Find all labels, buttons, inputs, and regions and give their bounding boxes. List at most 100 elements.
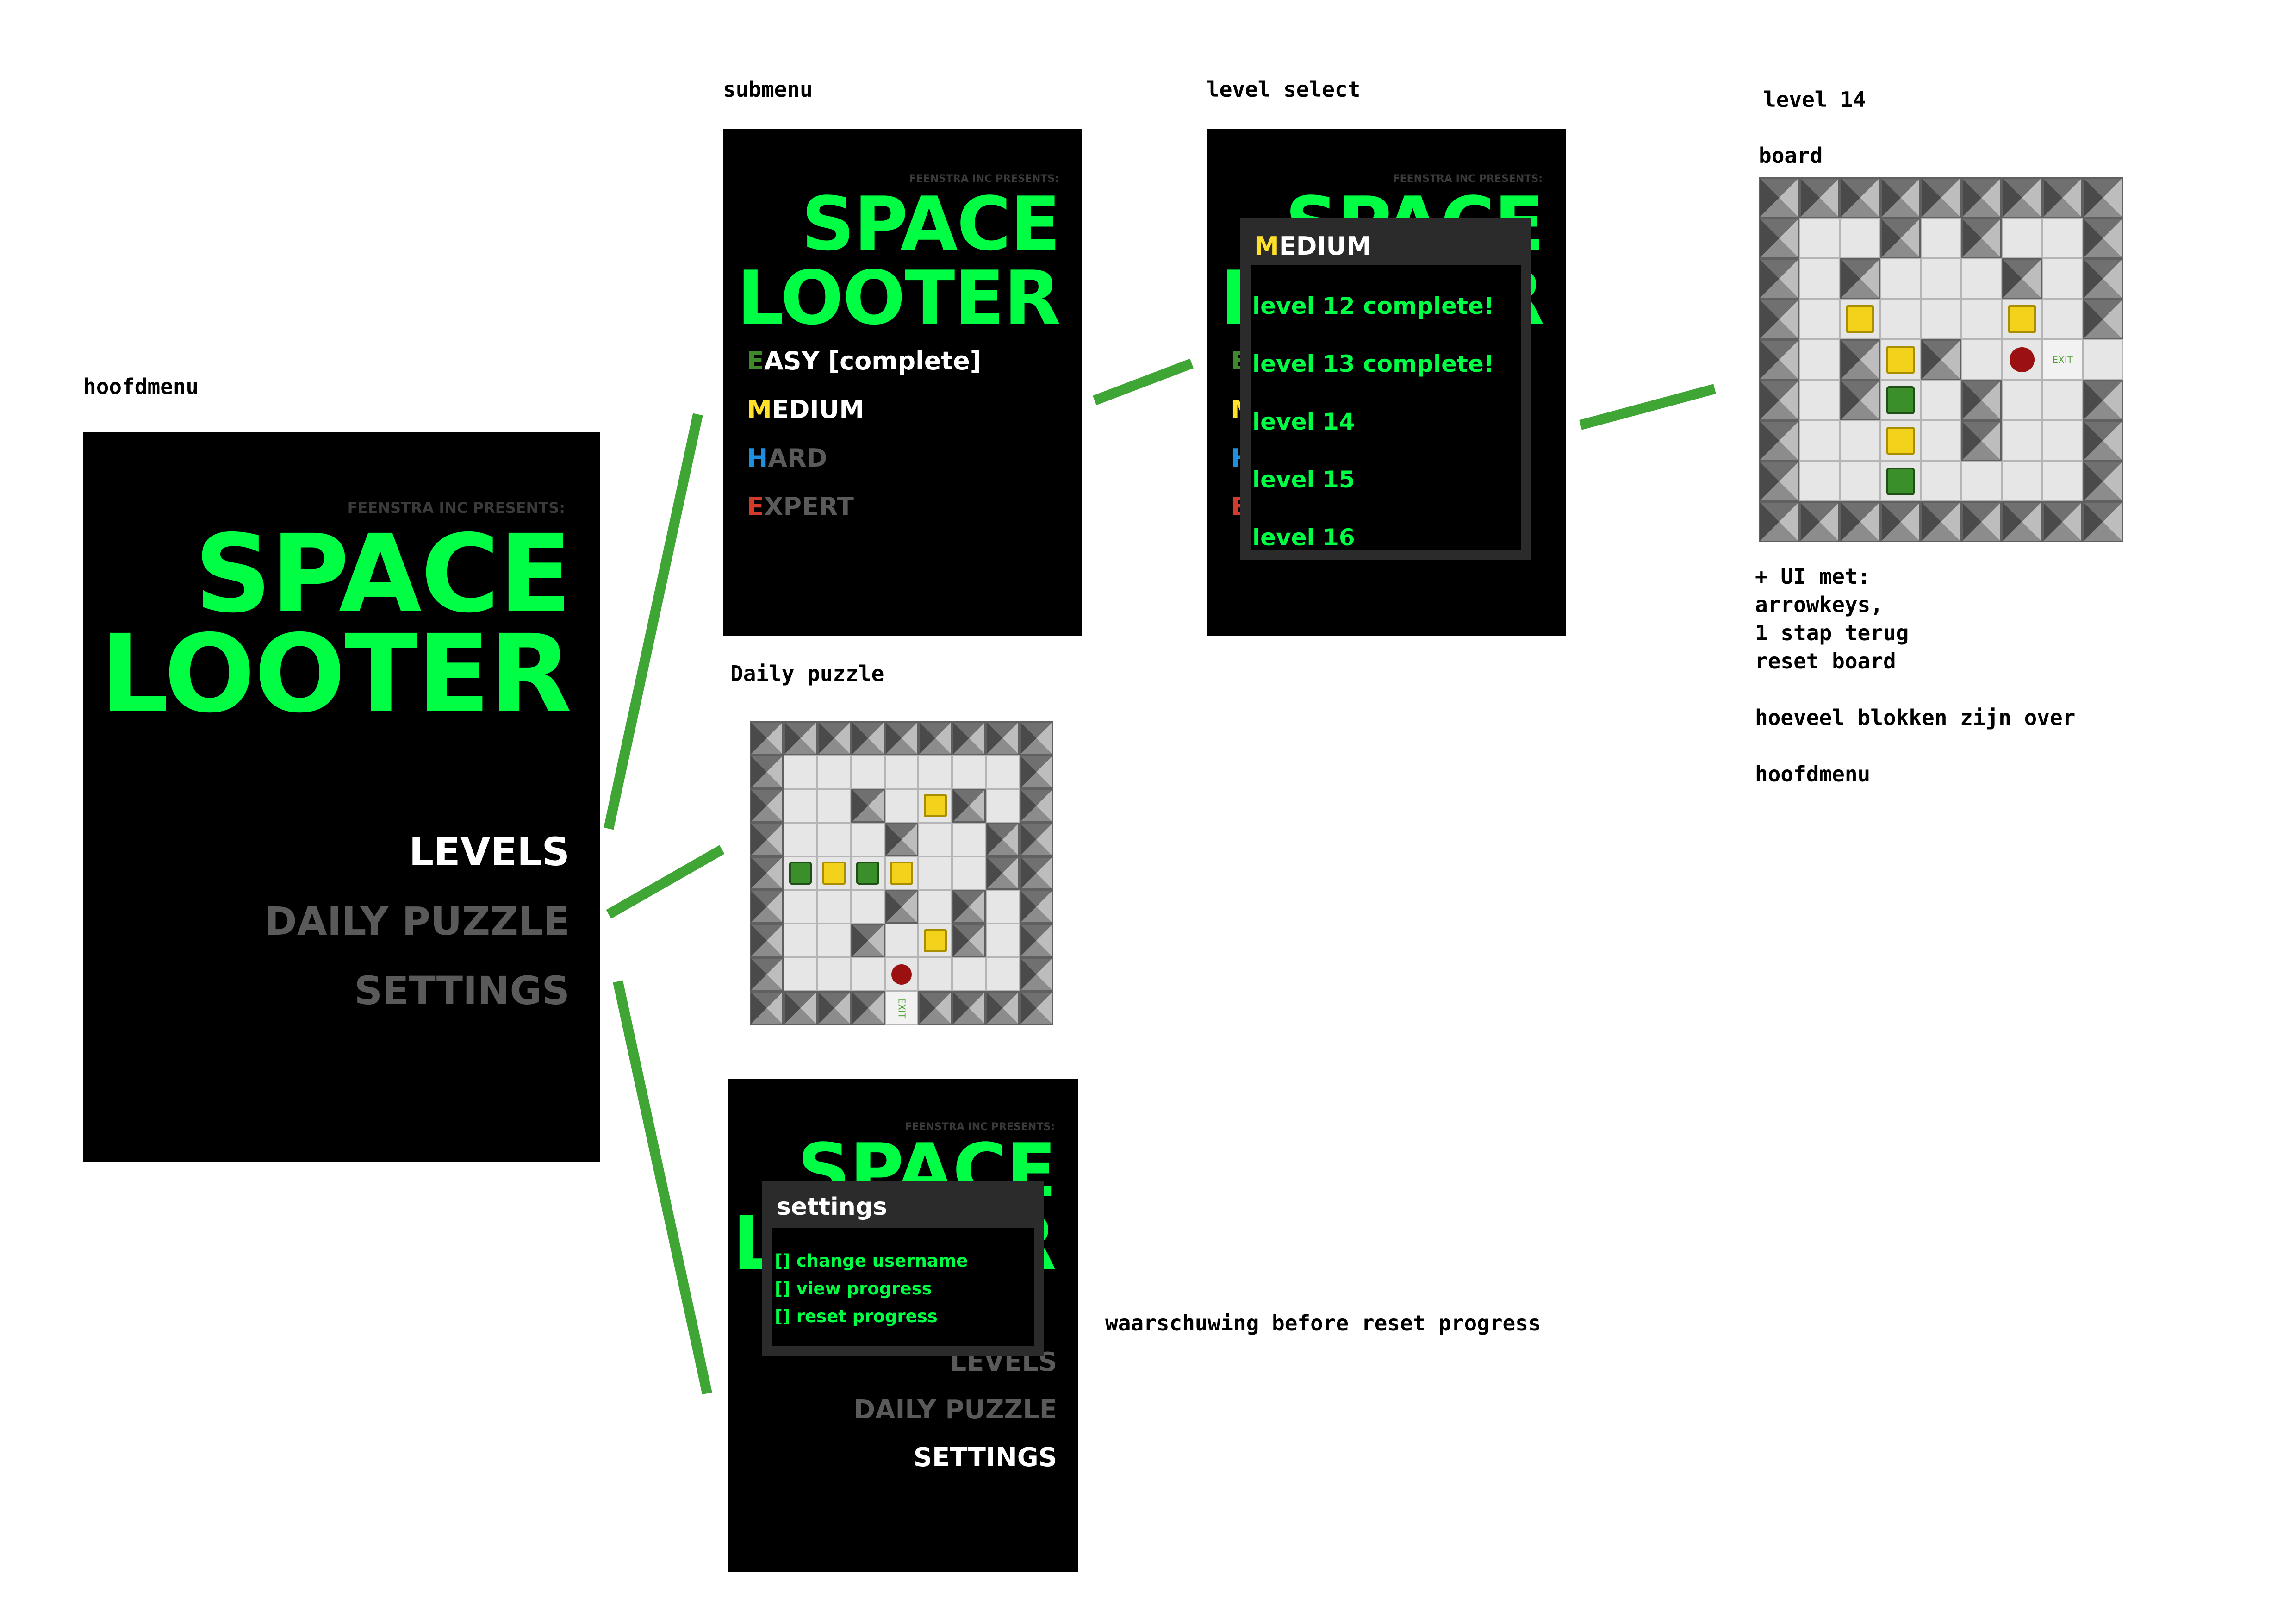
floor-tile: [1961, 461, 2002, 502]
wall-tile: [2083, 299, 2123, 340]
floor-tile: [918, 856, 952, 890]
floor-tile: [986, 890, 1020, 924]
label-level-14: level 14: [1763, 87, 1866, 112]
wall-tile: [817, 991, 851, 1025]
settings-view-progress[interactable]: [] view progress: [775, 1279, 932, 1299]
difficulty-label: ASY [complete]: [764, 346, 982, 375]
wall-tile: [750, 957, 784, 992]
gold-block: [918, 924, 952, 958]
note-line: 1 stap terug: [1755, 620, 1909, 645]
gold-block: [817, 856, 851, 890]
wall-tile: [851, 924, 885, 958]
arrow-block: [783, 856, 817, 890]
wall-tile: [1759, 339, 1799, 380]
popup-title: settings: [772, 1191, 1034, 1228]
wall-tile: [952, 721, 986, 755]
note-line: + UI met:: [1755, 564, 1871, 589]
floor-tile: [918, 822, 952, 856]
wall-tile: [2083, 380, 2123, 421]
wall-tile: [1961, 420, 2002, 461]
level-item[interactable]: level 14: [1252, 408, 1355, 435]
wall-tile: [1840, 258, 1880, 299]
wall-tile: [851, 991, 885, 1025]
label-level-select: level select: [1207, 77, 1361, 102]
screen-main-menu: FEENSTRA INC PRESENTS: SPACE LOOTER LEVE…: [83, 432, 600, 1162]
difficulty-initial: E: [747, 492, 764, 521]
exit-label: EXIT: [896, 998, 907, 1018]
wall-tile: [750, 856, 784, 890]
floor-tile: [986, 755, 1020, 789]
floor-tile: [1880, 258, 1921, 299]
settings-reset-progress[interactable]: [] reset progress: [775, 1306, 938, 1326]
level-item[interactable]: level 13 complete!: [1252, 350, 1494, 377]
difficulty-expert[interactable]: EXPERT: [747, 492, 854, 521]
connector-settings-to-settings-screen: [613, 980, 712, 1395]
wall-tile: [918, 721, 952, 755]
floor-tile: [2002, 380, 2042, 421]
floor-tile: [884, 924, 919, 958]
difficulty-medium[interactable]: MEDIUM: [747, 395, 864, 424]
floor-tile: [986, 957, 1020, 992]
wall-tile: [1961, 380, 2002, 421]
wall-tile: [952, 991, 986, 1025]
difficulty-label: ARD: [768, 443, 828, 473]
menu-settings[interactable]: SETTINGS: [354, 968, 570, 1013]
wall-tile: [2083, 258, 2123, 299]
wall-tile: [952, 924, 986, 958]
floor-tile: [2042, 461, 2083, 502]
gold-block: [1880, 420, 1921, 461]
wall-tile: [2083, 218, 2123, 259]
wall-tile: [750, 822, 784, 856]
floor-tile: [918, 957, 952, 992]
wall-tile: [1799, 501, 1840, 542]
wall-tile: [1020, 755, 1053, 789]
settings-change-username[interactable]: [] change username: [775, 1251, 968, 1271]
wall-tile: [1880, 218, 1921, 259]
floor-tile: [1961, 258, 2002, 299]
wall-tile: [1921, 501, 1961, 542]
floor-tile: [851, 957, 885, 992]
difficulty-easy[interactable]: EASY [complete]: [747, 346, 981, 375]
floor-tile: [2083, 339, 2123, 380]
note-line: [1755, 675, 2075, 704]
exit-tile: EXIT: [2042, 339, 2083, 380]
wall-tile: [1921, 339, 1961, 380]
floor-tile: [783, 924, 817, 958]
wall-tile: [1840, 339, 1880, 380]
floor-tile: [817, 755, 851, 789]
menu-levels[interactable]: LEVELS: [409, 829, 570, 874]
floor-tile: [1880, 299, 1921, 340]
floor-tile: [952, 957, 986, 992]
wall-tile: [750, 991, 784, 1025]
menu-daily-puzzle[interactable]: DAILY PUZZLE: [265, 899, 570, 944]
wall-tile: [1921, 177, 1961, 218]
board-daily-puzzle: EXIT: [750, 721, 1053, 1025]
wall-tile: [2083, 177, 2123, 218]
popup-title-initial: M: [1254, 231, 1279, 261]
floor-tile: [1921, 299, 1961, 340]
gold-block: [918, 788, 952, 823]
screen-submenu: FEENSTRA INC PRESENTS: SPACE LOOTER EASY…: [723, 129, 1082, 636]
floor-tile: [986, 788, 1020, 823]
label-daily-puzzle: Daily puzzle: [730, 661, 884, 686]
floor-tile: [952, 755, 986, 789]
wall-tile: [1759, 299, 1799, 340]
floor-tile: [952, 822, 986, 856]
level-item[interactable]: level 15: [1252, 466, 1355, 493]
floor-tile: [1921, 461, 1961, 502]
wall-tile: [2002, 177, 2042, 218]
floor-tile: [952, 856, 986, 890]
exit-label: EXIT: [2052, 354, 2073, 365]
floor-tile: [2042, 299, 2083, 340]
level-item[interactable]: level 16: [1252, 524, 1355, 551]
floor-tile: [783, 755, 817, 789]
level-item[interactable]: level 12 complete!: [1252, 293, 1494, 319]
wall-tile: [851, 721, 885, 755]
difficulty-hard[interactable]: HARD: [747, 443, 827, 473]
floor-tile: [1921, 258, 1961, 299]
arrow-block: [1880, 380, 1921, 421]
wall-tile: [986, 822, 1020, 856]
presents-text: FEENSTRA INC PRESENTS:: [1393, 173, 1543, 185]
wall-tile: [1020, 957, 1053, 992]
connector-level-select-to-board: [1579, 384, 1716, 430]
